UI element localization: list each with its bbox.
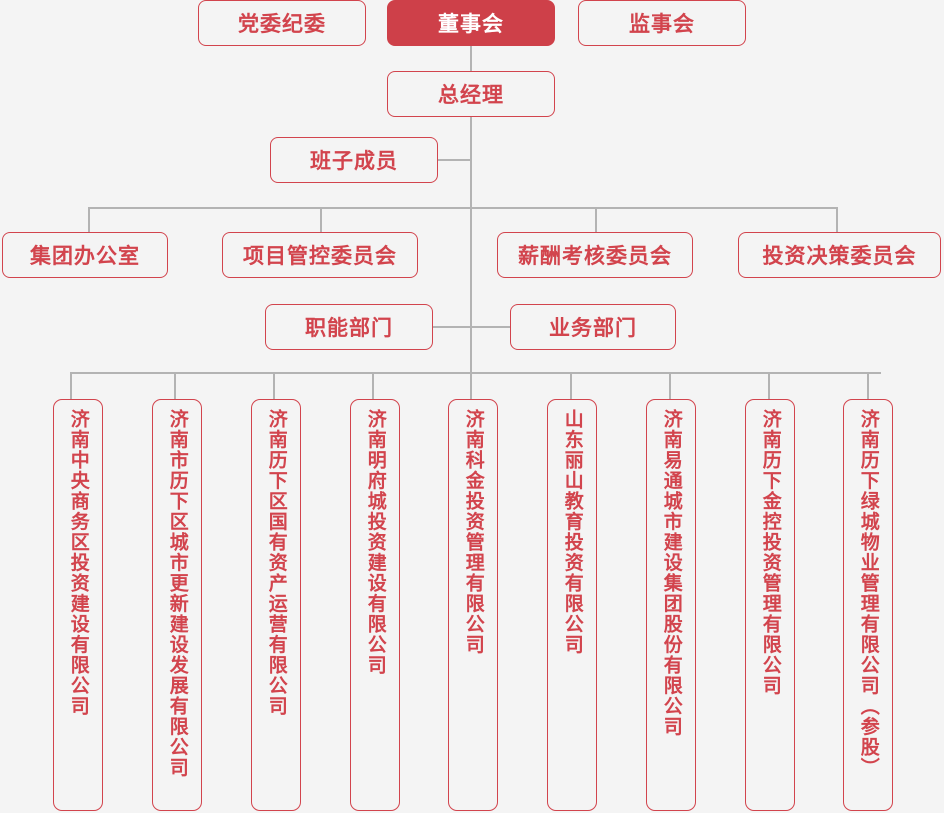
node-label: 济南市历下区城市更新建设发展有限公司 <box>166 409 188 778</box>
node-business-departments[interactable]: 业务部门 <box>510 304 676 350</box>
node-label: 山东丽山教育投资有限公司 <box>561 409 583 655</box>
node-label: 济南明府城投资建设有限公司 <box>364 409 386 676</box>
node-subsidiary-6[interactable]: 山东丽山教育投资有限公司 <box>547 399 597 811</box>
node-subsidiary-8[interactable]: 济南历下金控投资管理有限公司 <box>745 399 795 811</box>
connector-committee-drop-1 <box>88 207 90 232</box>
node-party-discipline-committee[interactable]: 党委纪委 <box>198 0 366 46</box>
node-label: 集团办公室 <box>30 245 140 268</box>
node-label: 薪酬考核委员会 <box>518 245 672 268</box>
connector-committee-drop-4 <box>836 207 838 232</box>
connector-spine-board-to-gm <box>470 46 472 72</box>
connector-subsidiary-drop-3 <box>273 372 275 399</box>
connector-subsidiary-drop-5 <box>470 372 472 399</box>
node-group-office[interactable]: 集团办公室 <box>2 232 168 278</box>
node-label: 党委纪委 <box>238 13 326 36</box>
connector-spine-gm-down <box>470 117 472 372</box>
connector-subsidiary-drop-6 <box>570 372 572 399</box>
connector-subsidiary-drop-4 <box>372 372 374 399</box>
node-subsidiary-3[interactable]: 济南历下区国有资产运营有限公司 <box>251 399 301 811</box>
node-subsidiary-2[interactable]: 济南市历下区城市更新建设发展有限公司 <box>152 399 202 811</box>
node-investment-decision-committee[interactable]: 投资决策委员会 <box>738 232 941 278</box>
connector-subsidiary-drop-8 <box>768 372 770 399</box>
connector-subsidiary-bus <box>70 372 881 374</box>
node-label: 监事会 <box>629 13 695 36</box>
node-label: 业务部门 <box>549 317 637 340</box>
node-label: 济南中央商务区投资建设有限公司 <box>67 409 89 717</box>
node-label: 班子成员 <box>310 150 398 173</box>
node-label: 项目管控委员会 <box>243 245 397 268</box>
node-label: 济南历下绿城物业管理有限公司（参股） <box>857 409 879 778</box>
node-label: 投资决策委员会 <box>762 245 917 268</box>
node-compensation-review-committee[interactable]: 薪酬考核委员会 <box>497 232 693 278</box>
node-board-of-supervisors[interactable]: 监事会 <box>578 0 746 46</box>
node-label: 济南科金投资管理有限公司 <box>462 409 484 655</box>
node-label: 总经理 <box>438 84 504 107</box>
node-label: 济南历下金控投资管理有限公司 <box>759 409 781 696</box>
node-board-of-directors[interactable]: 董事会 <box>387 0 555 46</box>
node-label: 职能部门 <box>305 317 393 340</box>
connector-committee-drop-3 <box>595 207 597 232</box>
node-subsidiary-5[interactable]: 济南科金投资管理有限公司 <box>448 399 498 811</box>
node-subsidiary-7[interactable]: 济南易通城市建设集团股份有限公司 <box>646 399 696 811</box>
connector-business-dept-stub <box>470 326 510 328</box>
connector-subsidiary-drop-1 <box>70 372 72 399</box>
node-general-manager[interactable]: 总经理 <box>387 71 555 117</box>
connector-functional-dept-stub <box>433 326 472 328</box>
node-label: 董事会 <box>438 13 504 36</box>
connector-committee-drop-2 <box>320 207 322 232</box>
node-project-control-committee[interactable]: 项目管控委员会 <box>222 232 418 278</box>
node-subsidiary-1[interactable]: 济南中央商务区投资建设有限公司 <box>53 399 103 811</box>
connector-leadership-stub <box>438 159 472 161</box>
node-label: 济南历下区国有资产运营有限公司 <box>265 409 287 717</box>
node-functional-departments[interactable]: 职能部门 <box>265 304 433 350</box>
node-subsidiary-9[interactable]: 济南历下绿城物业管理有限公司（参股） <box>843 399 893 811</box>
node-label: 济南易通城市建设集团股份有限公司 <box>660 409 682 737</box>
connector-subsidiary-drop-9 <box>867 372 869 399</box>
connector-subsidiary-drop-7 <box>669 372 671 399</box>
node-leadership-team[interactable]: 班子成员 <box>270 137 438 183</box>
connector-committee-bus <box>88 207 838 209</box>
node-subsidiary-4[interactable]: 济南明府城投资建设有限公司 <box>350 399 400 811</box>
connector-subsidiary-drop-2 <box>174 372 176 399</box>
